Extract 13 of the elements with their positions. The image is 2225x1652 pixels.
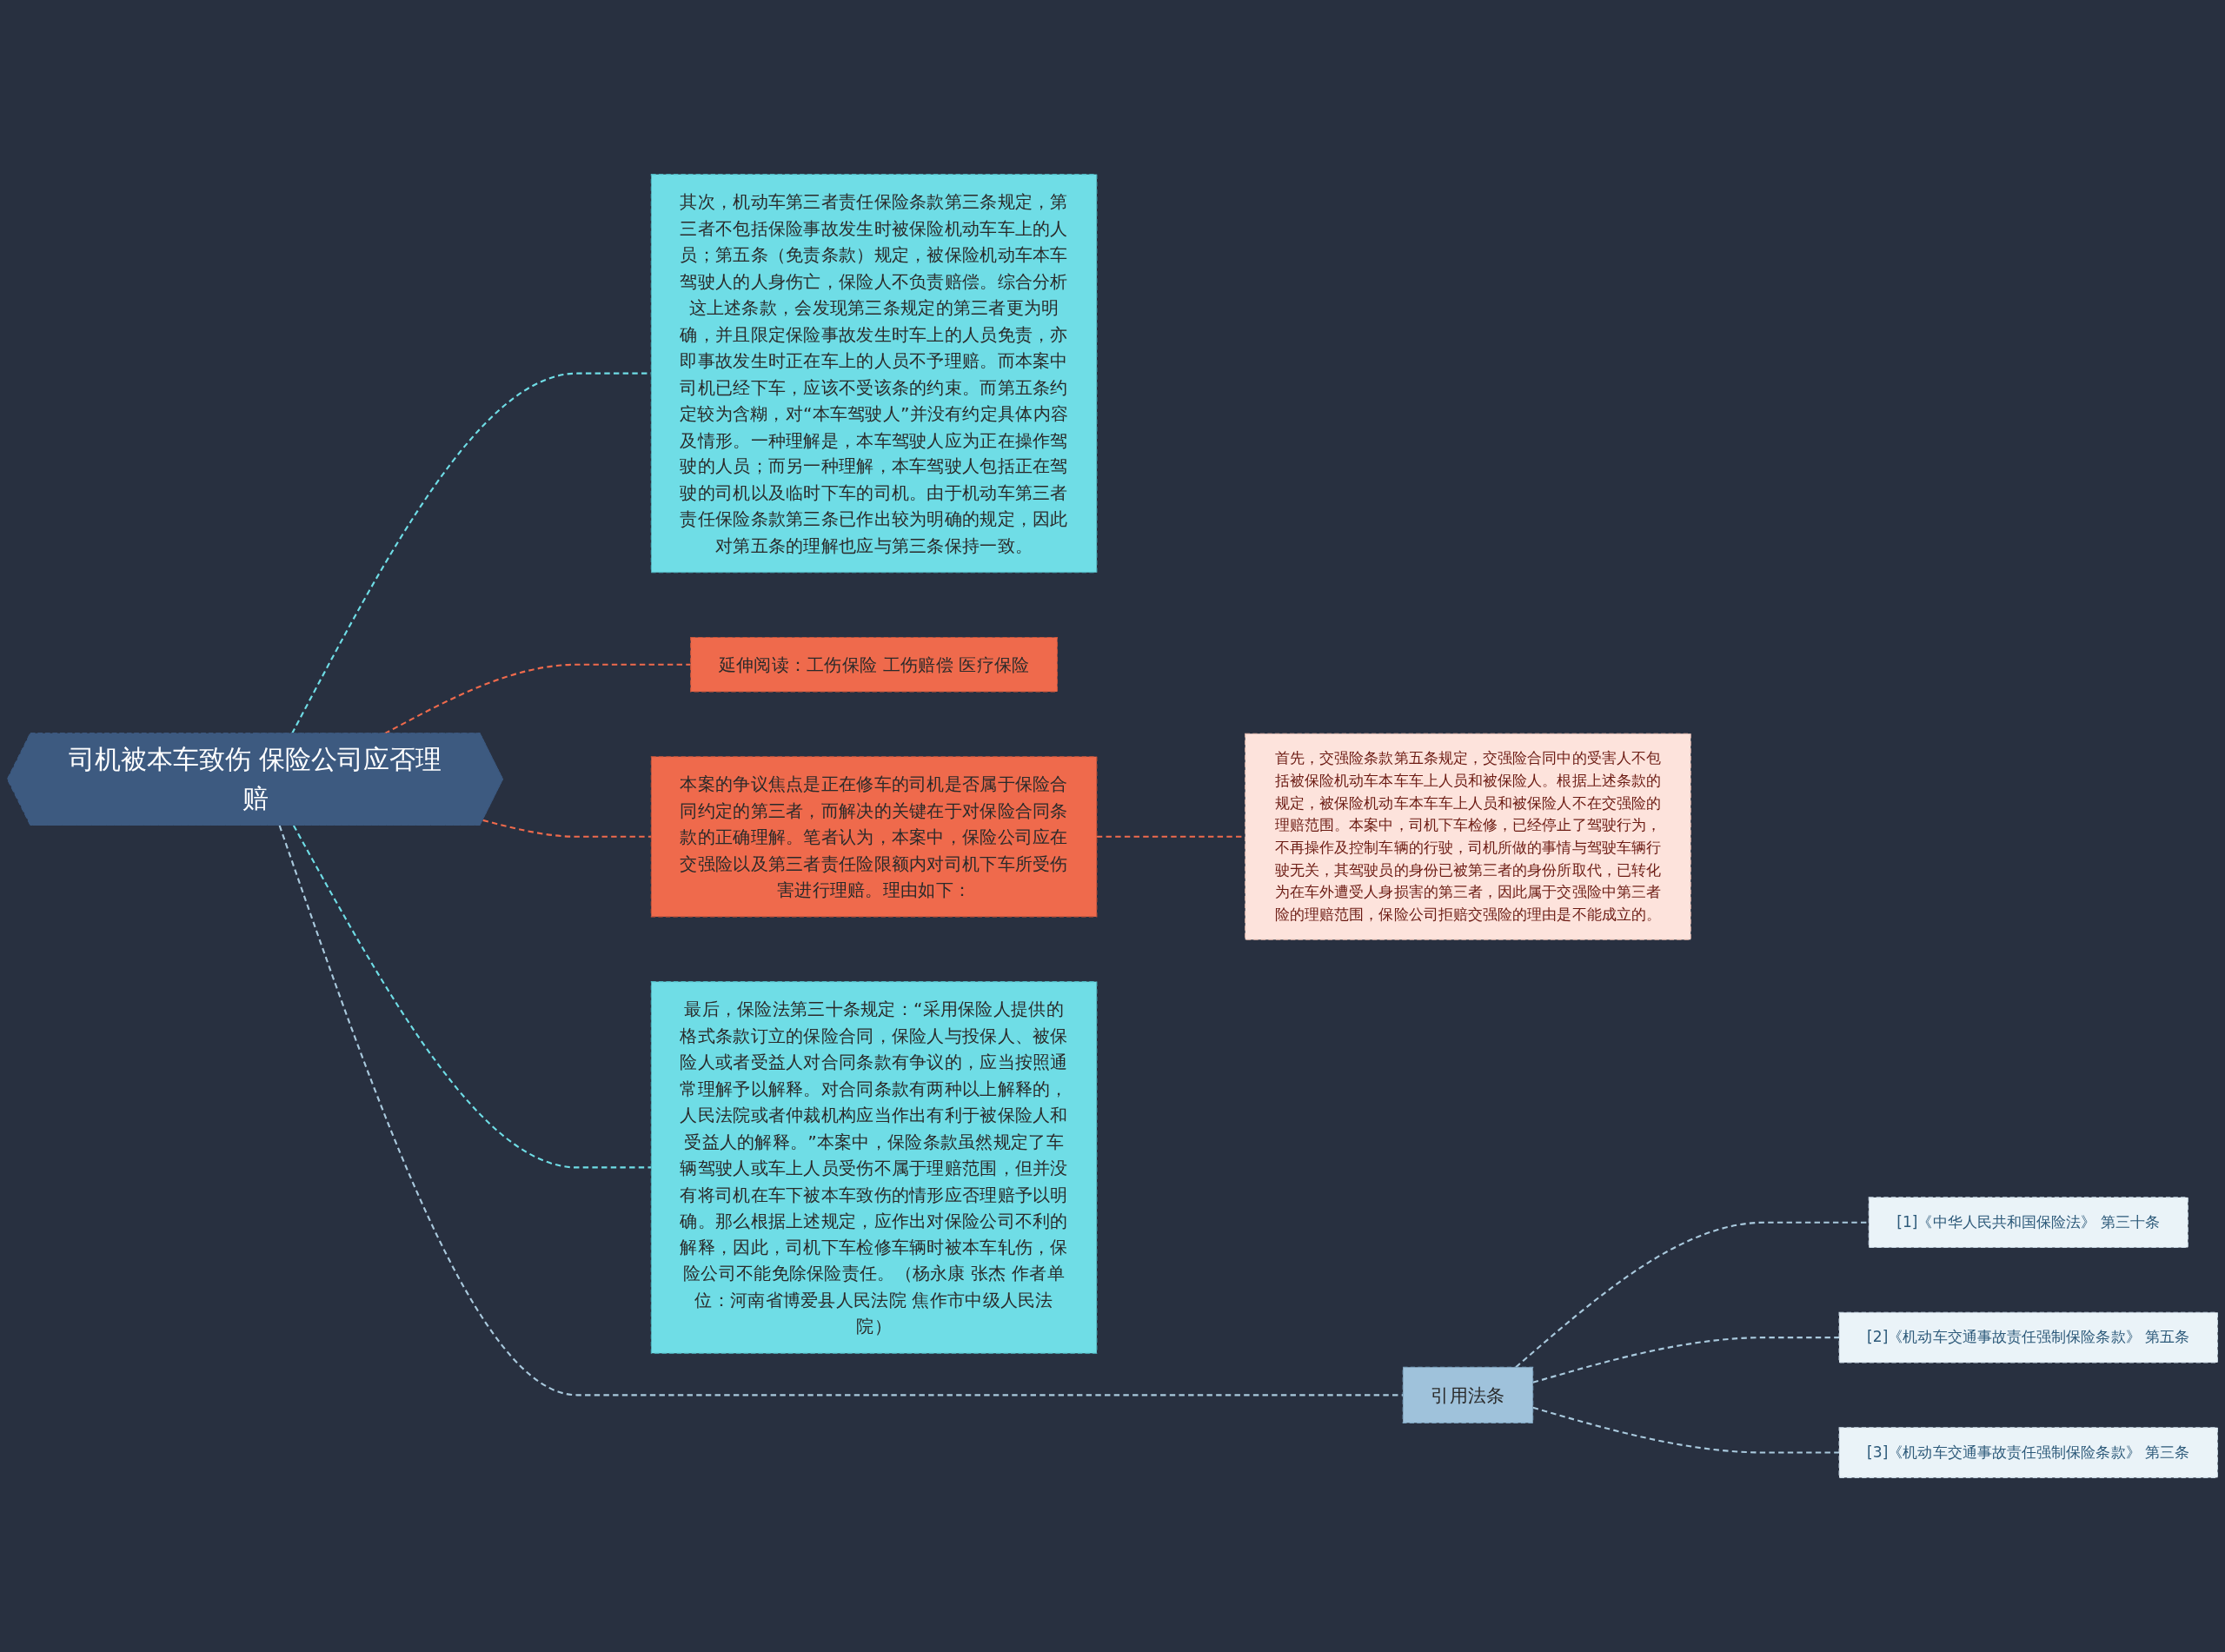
node-box: [1]《中华人民共和国保险法》 第三十条 — [1868, 1197, 2188, 1249]
node-box: 延伸阅读：工伤保险 工伤赔偿 医疗保险 — [690, 636, 1059, 693]
connector — [292, 825, 652, 1169]
node-box: [2]《机动车交通事故责任强制保险条款》 第五条 — [1838, 1311, 2218, 1363]
connector — [1532, 1337, 1840, 1383]
connector — [482, 819, 652, 838]
node-box: 最后，保险法第三十条规定：“采用保险人提供的格式条款订立的保险合同，保险人与投保人、被保险人或者受益人对合同条款有争议的，应当按照通常理解予以解释。对合同条款有两种以上解释的，人民法院或者仲裁机构应当作出有利于被保险人和受益人的解释。”本案中，保险条款虽然规定了车辆驾驶人或车上人员受伤不属于理赔范围，但并没有将司机在车下被本车致伤的情形应否理赔予以明确。那么根据上述规定，应作出对保险公司不利的解释，因此，司机下车检修车辆时被本车轧伤，保险公司不能免除保险责任。（杨永康 张杰 作者单位：河南省博爱县人民法院 焦作市中级人民法院） — [650, 981, 1098, 1354]
node-box: 首先，交强险条款第五条规定，交强险合同中的受害人不包括被保险机动车本车车上人员和被保险人。根据上述条款的规定，被保险机动车本车车上人员和被保险人不在交强险的理赔范围。本案中，司机下车检修，已经停止了驾驶行为，不再操作及控制车辆的行驶，司机所做的事情与驾驶车辆行驶无关，其驾驶员的身份已被第三者的身份所取代，已转化为在车外遭受人身损害的第三者，因此属于交强险中第三者险的理赔范围，保险公司拒赔交强险的理由是不能成立的。 — [1245, 733, 1691, 940]
node-box: 引用法条 — [1402, 1366, 1534, 1423]
node-box: 其次，机动车第三者责任保险条款第三条规定，第三者不包括保险事故发生时被保险机动车车上的人员；第五条（免责条款）规定，被保险机动车本车驾驶人的人身伤亡，保险人不负责赔偿。综合分析这上述条款，会发现第三条规定的第三者更为明确，并且限定保险事故发生时车上的人员免责，亦即事故发生时正在车上的人员不予理赔。而本案中司机已经下车，应该不受该条的约束。而第五条约定较为含糊，对“本车驾驶人”并没有约定具体内容及情形。一种理解是，本车驾驶人应为正在操作驾驶的人员；而另一种理解，本车驾驶人包括正在驾驶的司机以及临时下车的司机。由于机动车第三者责任保险条款第三条已作出较为明确的规定，因此对第五条的理解也应与第三条保持一致。 — [650, 174, 1098, 574]
connector — [1532, 1406, 1840, 1454]
node-box: [3]《机动车交通事故责任强制保险条款》 第三条 — [1838, 1427, 2218, 1478]
node-box: 本案的争议焦点是正在修车的司机是否属于保险合同约定的第三者，而解决的关键在于对保险合同条款的正确理解。笔者认为，本案中，保险公司应在交强险以及第三者责任险限额内对司机下车所受伤害进行理赔。理由如下： — [650, 756, 1098, 918]
